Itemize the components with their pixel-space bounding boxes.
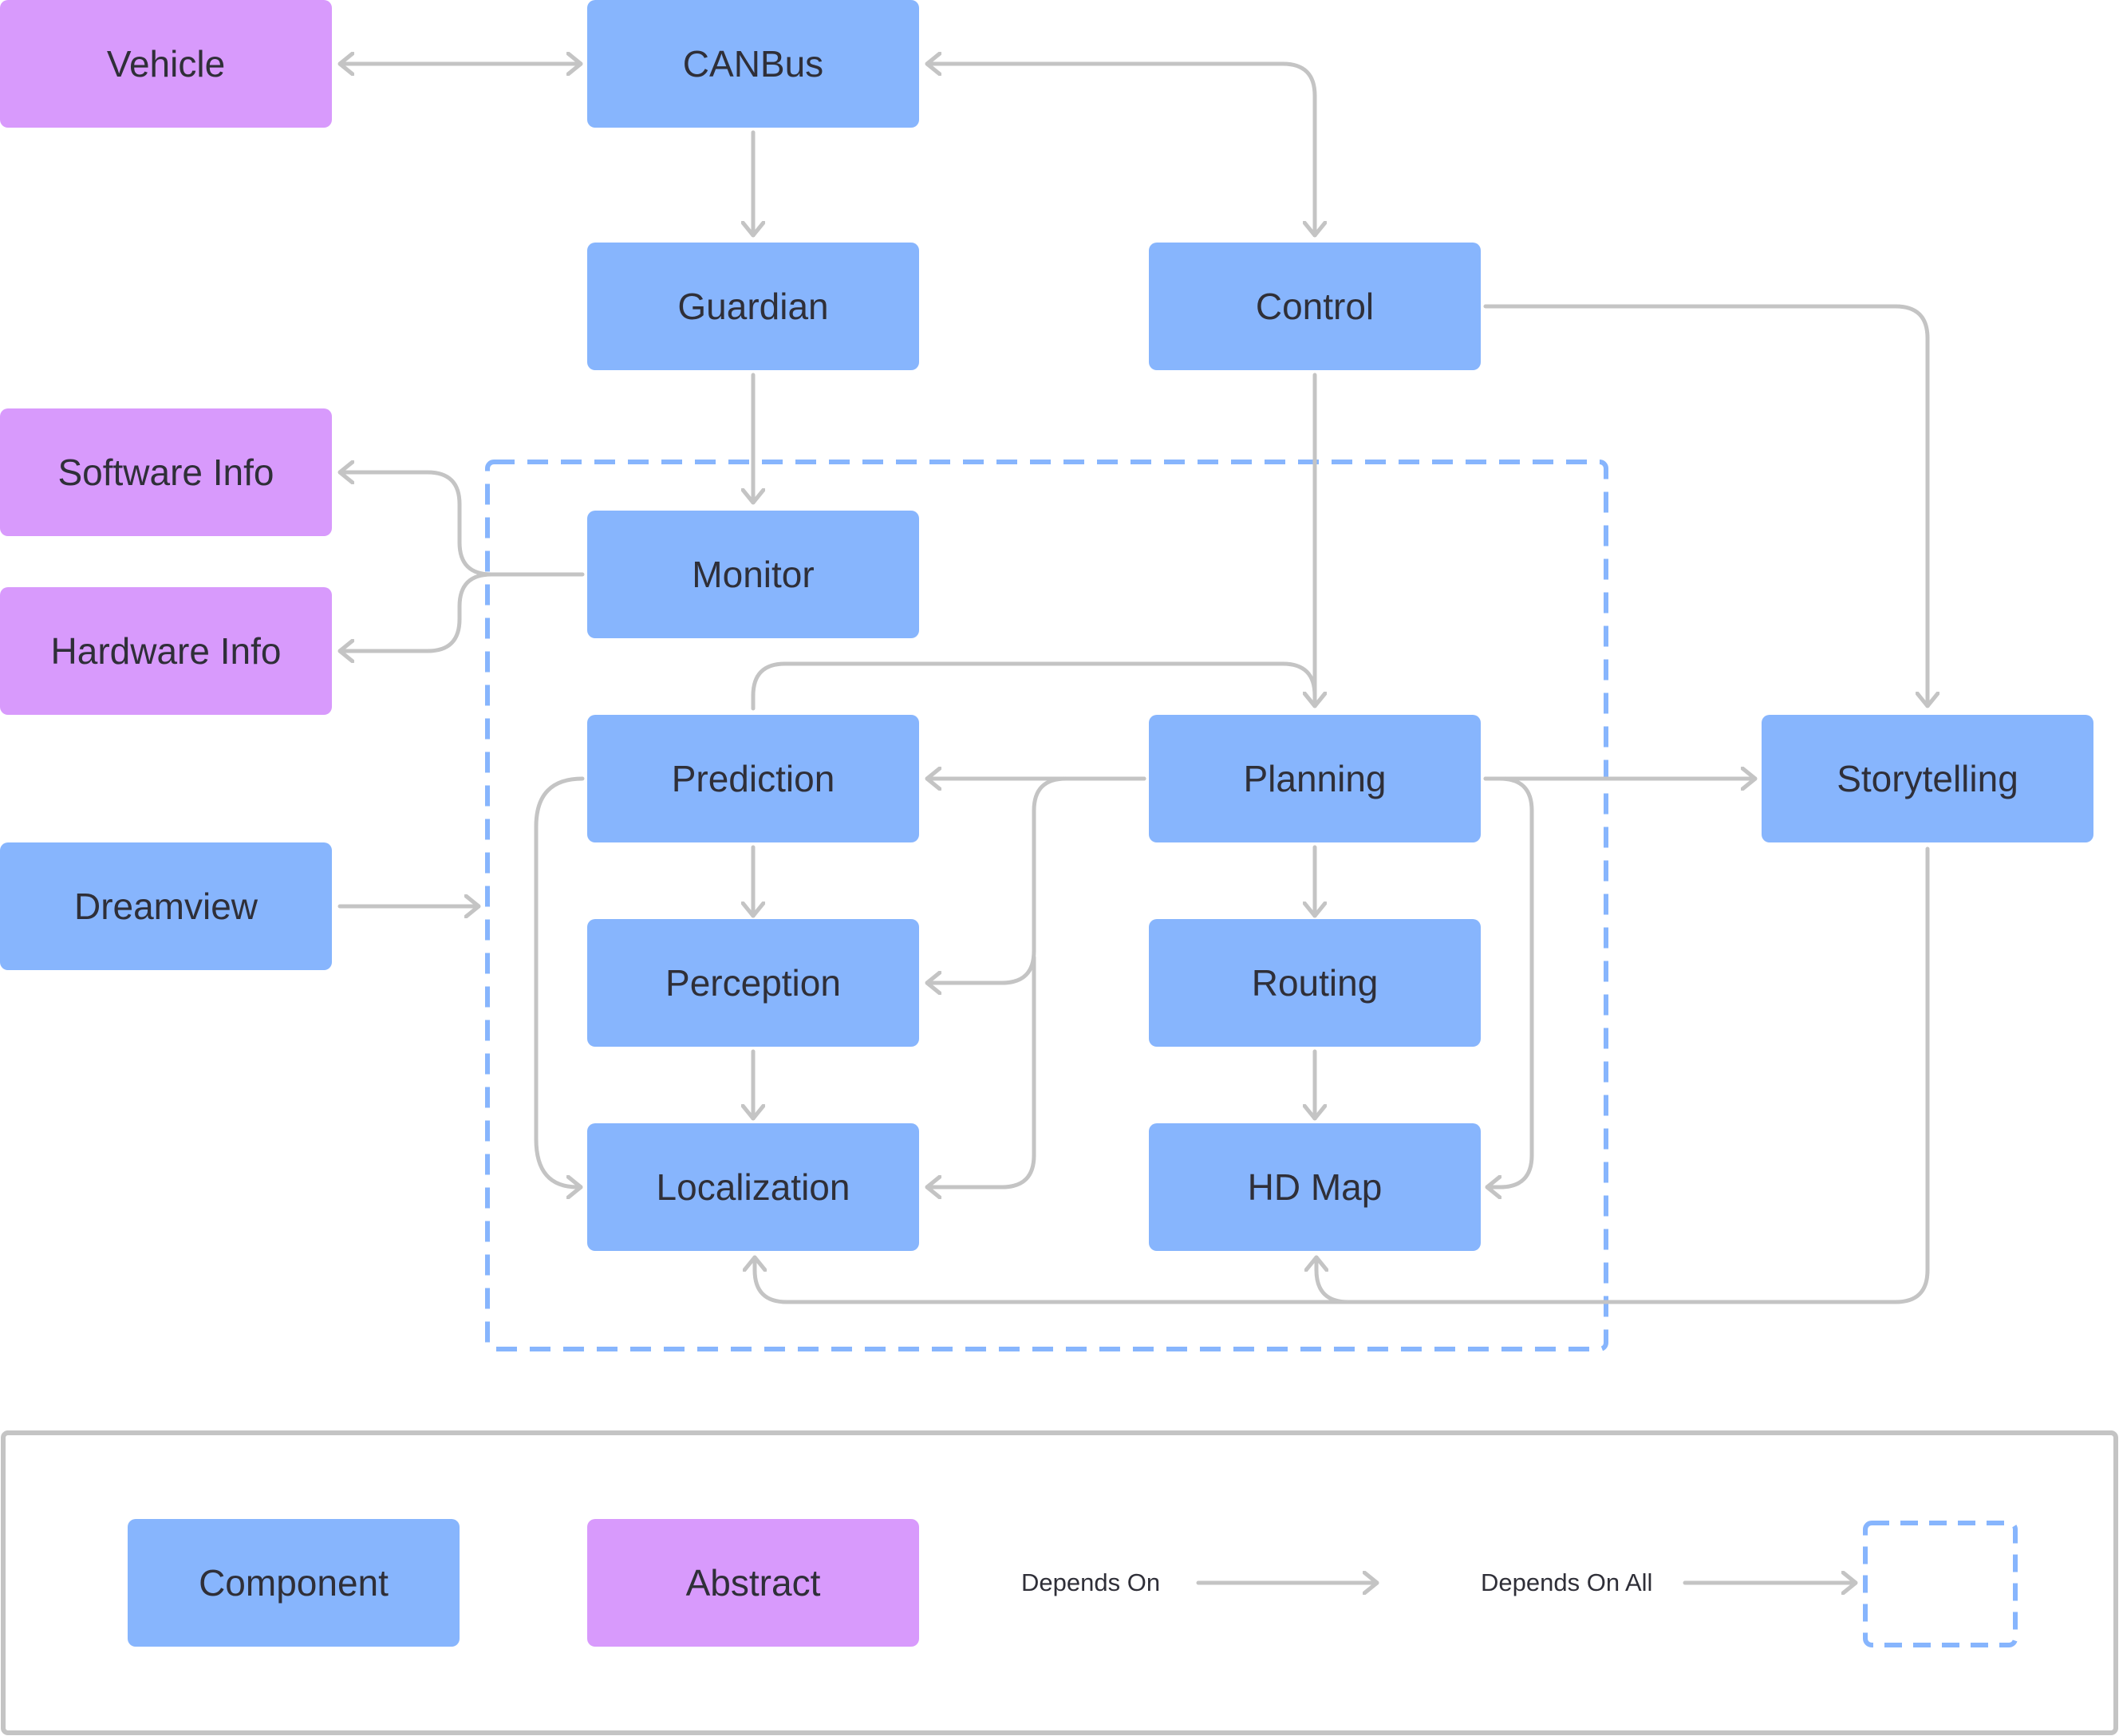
node-control: Control [1149, 243, 1481, 370]
node-vehicle: Vehicle [0, 0, 332, 128]
node-perception: Perception [587, 919, 919, 1047]
node-software-info: Software Info [0, 408, 332, 536]
node-label: CANBus [682, 43, 824, 85]
edge-control-storytelling [1483, 304, 1928, 708]
legend-depends-on-all-label: Depends On All [1481, 1568, 1653, 1596]
edge-prediction-planning [751, 661, 1315, 711]
node-label: Routing [1251, 962, 1379, 1004]
node-localization: Localization [587, 1123, 919, 1251]
node-prediction: Prediction [587, 715, 919, 842]
edge-planning-hd-map [1483, 776, 1534, 1187]
node-label: Software Info [57, 452, 274, 493]
node-label: Storytelling [1837, 758, 2018, 799]
edge-monitor-hardware-info [337, 572, 494, 651]
legend-abstract-swatch: Abstract [587, 1519, 919, 1647]
node-label: Monitor [692, 554, 815, 595]
legend-group-swatch [1863, 1521, 2018, 1647]
node-dreamview: Dreamview [0, 842, 332, 970]
node-label: Guardian [677, 286, 829, 327]
node-planning: Planning [1149, 715, 1481, 842]
legend-component-label: Component [199, 1562, 389, 1604]
node-storytelling: Storytelling [1762, 715, 2093, 842]
node-label: Prediction [671, 758, 835, 799]
edge-planning-localization [925, 955, 1036, 1187]
edge-prediction-localization [534, 776, 585, 1187]
edge-planning-perception [925, 776, 1146, 983]
legend-depends-on-label: Depends On [1021, 1568, 1161, 1596]
node-label: Dreamview [73, 886, 258, 927]
node-guardian: Guardian [587, 243, 919, 370]
node-label: Hardware Info [50, 630, 282, 672]
node-hardware-info: Hardware Info [0, 587, 332, 715]
node-label: HD Map [1247, 1166, 1383, 1208]
node-label: Control [1255, 286, 1375, 327]
core-modules-group [485, 460, 1608, 1351]
edge-storytelling-localization [755, 1255, 1351, 1304]
node-routing: Routing [1149, 919, 1481, 1047]
node-label: Perception [665, 962, 841, 1004]
legend-frame [1, 1430, 2118, 1735]
node-label: Planning [1243, 758, 1387, 799]
node-hd-map: HD Map [1149, 1123, 1481, 1251]
node-label: Vehicle [106, 43, 226, 85]
edge-canbus-control [925, 64, 1315, 238]
node-monitor: Monitor [587, 511, 919, 638]
edge-monitor-software-info [337, 472, 585, 577]
edge-storytelling-hd-map [1316, 846, 1930, 1304]
node-label: Localization [656, 1166, 850, 1208]
legend-abstract-label: Abstract [685, 1562, 821, 1604]
node-canbus: CANBus [587, 0, 919, 128]
legend-component-swatch: Component [128, 1519, 460, 1647]
